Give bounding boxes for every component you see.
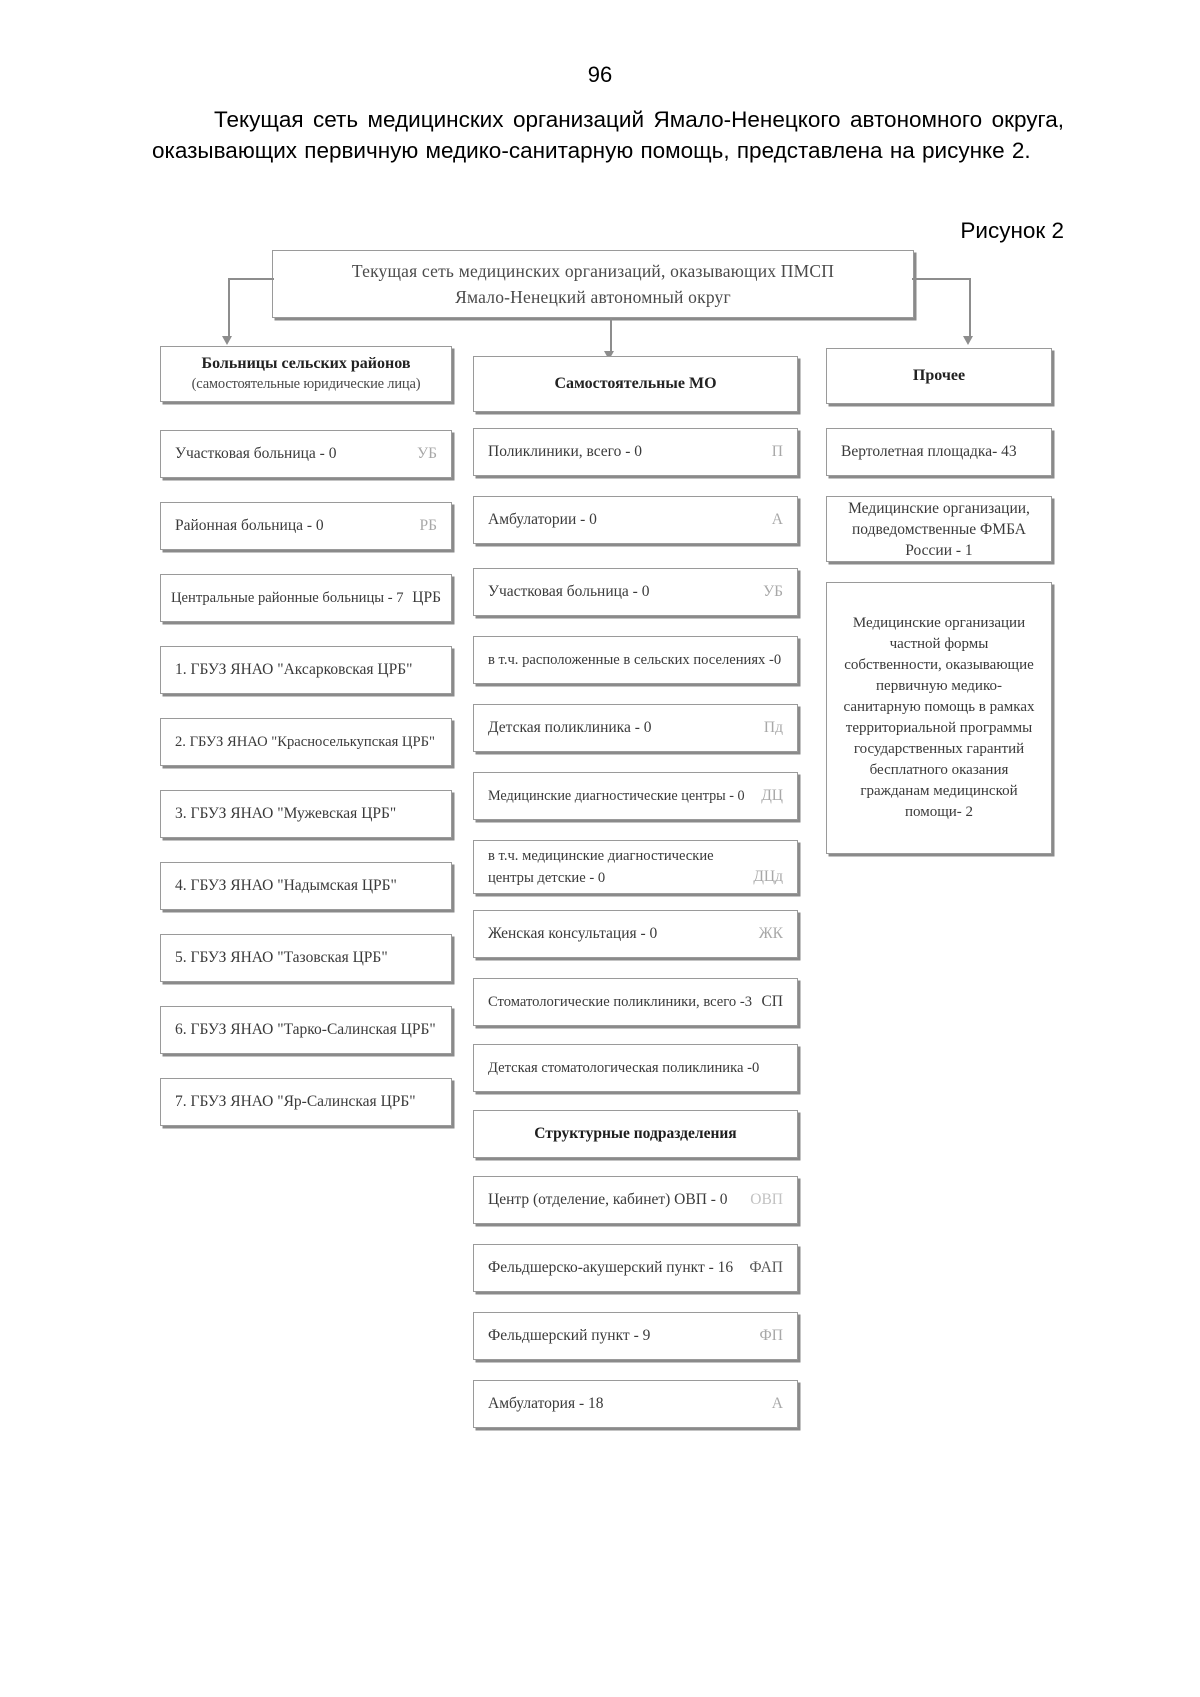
rural-row-5: 3. ГБУЗ ЯНАО "Мужевская ЦРБ" xyxy=(160,790,452,838)
other-row-1-text: Медицинские организации, подведомственны… xyxy=(848,499,1030,559)
rural-row-0-text: Участковая больница - 0 xyxy=(175,445,337,462)
mo-row-5-code: ДЦ xyxy=(761,787,783,804)
mo-row-3-text: в т.ч. расположенные в сельских поселени… xyxy=(488,652,782,668)
rural-row-9: 7. ГБУЗ ЯНАО "Яр-Салинская ЦРБ" xyxy=(160,1078,452,1126)
rural-row-8: 6. ГБУЗ ЯНАО "Тарко-Салинская ЦРБ" xyxy=(160,1006,452,1054)
mo-row-4-code: Пд xyxy=(763,719,783,736)
mo-row-1-text: Амбулатории - 0 xyxy=(488,511,597,528)
rural-row-6-text: 4. ГБУЗ ЯНАО "Надымская ЦРБ" xyxy=(175,877,397,894)
mo-row-6-code: ДЦд xyxy=(753,868,783,885)
rural-row-9-text: 7. ГБУЗ ЯНАО "Яр-Салинская ЦРБ" xyxy=(175,1093,416,1110)
column-head-subtitle: (самостоятельные юридические лица) xyxy=(191,376,421,392)
mo-row-1: Амбулатории - 0 А xyxy=(473,496,798,544)
arrow-head-right xyxy=(963,336,973,345)
mo-row-4: Детская поликлиника - 0 Пд xyxy=(473,704,798,752)
mo-row-2-code: УБ xyxy=(763,583,783,600)
mo-sub-row-3-text: Амбулатория - 18 xyxy=(488,1395,604,1412)
mo-sub-row-3: Амбулатория - 18 А xyxy=(473,1380,798,1428)
mo-row-6-text: в т.ч. медицинские диагностические центр… xyxy=(488,848,714,886)
rural-row-1: Районная больница - 0 РБ xyxy=(160,502,452,550)
rural-row-2-code: ЦРБ xyxy=(412,589,441,606)
subsection-head-structural-units: Структурные подразделения xyxy=(473,1110,798,1158)
mo-row-8: Стоматологические поликлиники, всего -3 С… xyxy=(473,978,798,1026)
rural-row-8-text: 6. ГБУЗ ЯНАО "Тарко-Салинская ЦРБ" xyxy=(175,1021,436,1038)
mo-row-2: Участковая больница - 0 УБ xyxy=(473,568,798,616)
mo-row-7: Женская консультация - 0 ЖК xyxy=(473,910,798,958)
mo-row-3: в т.ч. расположенные в сельских поселени… xyxy=(473,636,798,684)
rural-row-4: 2. ГБУЗ ЯНАО "Красноселькупская ЦРБ" xyxy=(160,718,452,766)
mo-sub-row-3-code: А xyxy=(771,1395,783,1412)
column-head-title: Прочее xyxy=(912,367,966,384)
paragraph-line-3: на рисунке 2. xyxy=(889,138,1031,163)
rural-row-1-text: Районная больница - 0 xyxy=(175,517,324,534)
connector-right-vertical xyxy=(969,278,971,338)
subsection-title: Структурные подразделения xyxy=(534,1125,737,1142)
rural-row-6: 4. ГБУЗ ЯНАО "Надымская ЦРБ" xyxy=(160,862,452,910)
rural-row-5-text: 3. ГБУЗ ЯНАО "Мужевская ЦРБ" xyxy=(175,805,397,822)
rural-row-0-code: УБ xyxy=(417,445,437,462)
rural-row-7: 5. ГБУЗ ЯНАО "Тазовская ЦРБ" xyxy=(160,934,452,982)
mo-sub-row-1: Фельдшерско-акушерский пункт - 16 ФАП xyxy=(473,1244,798,1292)
other-row-2-text: Медицинские организации частной формы со… xyxy=(843,615,1035,820)
column-head-title: Самостоятельные МО xyxy=(554,375,717,392)
rural-row-0: Участковая больница - 0 УБ xyxy=(160,430,452,478)
mo-sub-row-1-text: Фельдшерско-акушерский пункт - 16 xyxy=(488,1259,734,1276)
mo-row-0: Поликлиники, всего - 0 П xyxy=(473,428,798,476)
mo-row-6: в т.ч. медицинские диагностические центр… xyxy=(473,840,798,894)
rural-row-4-text: 2. ГБУЗ ЯНАО "Красноселькупская ЦРБ" xyxy=(175,734,435,750)
rural-row-2-text: Центральные районные больницы - 7 xyxy=(171,590,404,606)
connector-center-vertical xyxy=(610,318,612,354)
banner-line-2: Ямало-Ненецкий автономный округ xyxy=(455,287,731,307)
column-head-title: Больницы сельских районов xyxy=(201,355,411,372)
rural-row-2: Центральные районные больницы - 7 ЦРБ xyxy=(160,574,452,622)
body-paragraph: Текущая сеть медицинских организаций Яма… xyxy=(152,104,1064,166)
mo-row-0-text: Поликлиники, всего - 0 xyxy=(488,443,643,460)
mo-row-0-code: П xyxy=(771,443,783,460)
mo-row-8-text: Стоматологические поликлиники, всего -3 xyxy=(488,994,752,1010)
other-row-0-text: Вертолетная площадка- 43 xyxy=(841,443,1017,460)
mo-row-1-code: А xyxy=(771,511,783,528)
arrow-head-center xyxy=(604,351,614,360)
mo-sub-row-0-text: Центр (отделение, кабинет) ОВП - 0 xyxy=(488,1191,728,1208)
mo-row-5: Медицинские диагностические центры - 0 ДЦ xyxy=(473,772,798,820)
mo-row-7-code: ЖК xyxy=(758,925,783,942)
mo-row-9: Детская стоматологическая поликлиника -0 xyxy=(473,1044,798,1092)
connector-left-vertical-lower xyxy=(228,278,230,338)
arrow-head-left xyxy=(222,336,232,345)
mo-sub-row-0-code: ОВП xyxy=(750,1191,783,1208)
diagram-banner: Текущая сеть медицинских организаций, ок… xyxy=(272,250,914,318)
rural-row-3-text: 1. ГБУЗ ЯНАО "Аксарковская ЦРБ" xyxy=(175,661,413,678)
mo-sub-row-1-code: ФАП xyxy=(749,1259,783,1276)
mo-sub-row-2-code: ФП xyxy=(759,1327,783,1344)
org-chart-diagram: Текущая сеть медицинских организаций, ок… xyxy=(0,238,1200,1438)
connector-left-horizontal xyxy=(228,278,274,280)
other-row-0: Вертолетная площадка- 43 xyxy=(826,428,1052,476)
other-row-1: Медицинские организации, подведомственны… xyxy=(826,496,1052,562)
mo-row-2-text: Участковая больница - 0 xyxy=(488,583,650,600)
connector-right-horizontal xyxy=(912,278,970,280)
column-head-independent-mo: Самостоятельные МО xyxy=(473,356,798,412)
other-row-2: Медицинские организации частной формы со… xyxy=(826,582,1052,854)
paragraph-line-1: Текущая сеть медицинских организаций Яма… xyxy=(214,107,983,132)
figure-caption: Рисунок 2 xyxy=(960,218,1064,243)
mo-row-5-text: Медицинские диагностические центры - 0 xyxy=(488,788,745,804)
column-head-rural-hospitals: Больницы сельских районов (самостоятельн… xyxy=(160,346,452,402)
rural-row-3: 1. ГБУЗ ЯНАО "Аксарковская ЦРБ" xyxy=(160,646,452,694)
paragraph-line-2: округа, оказывающих первичную медико-сан… xyxy=(152,107,1064,163)
mo-sub-row-0: Центр (отделение, кабинет) ОВП - 0 ОВП xyxy=(473,1176,798,1224)
mo-sub-row-2: Фельдшерский пункт - 9 ФП xyxy=(473,1312,798,1360)
mo-row-7-text: Женская консультация - 0 xyxy=(488,925,658,942)
mo-row-8-code: СП xyxy=(761,993,783,1010)
banner-line-1: Текущая сеть медицинских организаций, ок… xyxy=(351,261,835,281)
page-number: 96 xyxy=(587,62,613,87)
mo-row-9-text: Детская стоматологическая поликлиника -0 xyxy=(488,1060,760,1076)
column-head-other: Прочее xyxy=(826,348,1052,404)
mo-row-4-text: Детская поликлиника - 0 xyxy=(488,719,652,736)
rural-row-1-code: РБ xyxy=(419,517,437,534)
mo-sub-row-2-text: Фельдшерский пункт - 9 xyxy=(488,1327,651,1344)
rural-row-7-text: 5. ГБУЗ ЯНАО "Тазовская ЦРБ" xyxy=(175,949,388,966)
